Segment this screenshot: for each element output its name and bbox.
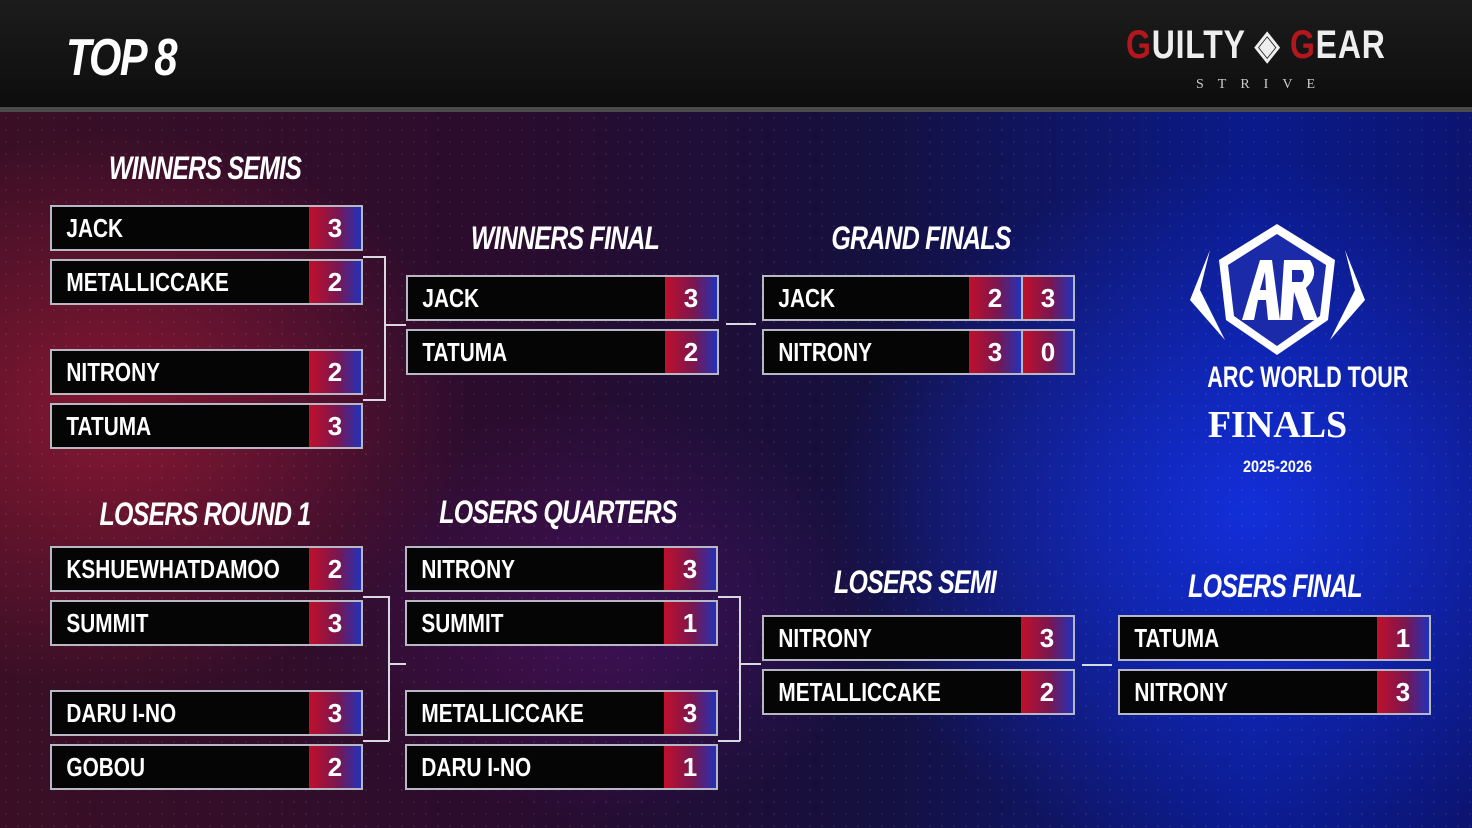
event-years: 2025-2026 <box>1242 457 1313 476</box>
player-name: TATUMA <box>66 411 152 441</box>
player-score: 3 <box>1377 671 1429 713</box>
player-row: SUMMIT 1 <box>405 600 718 646</box>
player-row: KSHUEWHATDAMOO 2 <box>50 546 363 592</box>
player-score: 2 <box>1021 671 1073 713</box>
section-title-winners-semis: WINNERS SEMIS <box>108 150 302 186</box>
player-row: NITRONY 3 <box>762 615 1075 661</box>
section-title-losers-round-1: LOSERS ROUND 1 <box>99 496 312 532</box>
arc-world-tour-logo: ARC WORLD TOUR FINALS 2025-2026 <box>1180 220 1409 480</box>
player-row: TATUMA 2 <box>406 329 719 375</box>
bracket-connector <box>388 663 406 665</box>
bracket-connector <box>363 399 385 401</box>
event-name: ARC WORLD TOUR <box>1207 361 1409 394</box>
player-row: NITRONY 2 <box>50 349 363 395</box>
bracket-connector <box>363 740 389 742</box>
player-name: JACK <box>66 213 124 243</box>
player-row: DARU I-NO 3 <box>50 690 363 736</box>
header-bar: TOP 8 GUILTY ◈ GEAR STRIVE <box>0 0 1472 112</box>
bracket-connector <box>384 256 386 401</box>
player-score: 1 <box>664 602 716 644</box>
player-row: DARU I-NO 1 <box>405 744 718 790</box>
section-title-winners-final: WINNERS FINAL <box>470 220 660 256</box>
player-name: SUMMIT <box>421 608 504 638</box>
player-name: JACK <box>422 283 480 313</box>
player-score: 0 <box>1021 331 1073 373</box>
player-score: 1 <box>1377 617 1429 659</box>
player-score: 2 <box>309 548 361 590</box>
player-row: SUMMIT 3 <box>50 600 363 646</box>
player-row: NITRONY 3 <box>405 546 718 592</box>
bracket-connector <box>384 324 406 326</box>
player-name: NITRONY <box>421 554 515 584</box>
section-title-losers-quarters: LOSERS QUARTERS <box>439 494 677 530</box>
bracket-connector <box>718 740 740 742</box>
player-name: KSHUEWHATDAMOO <box>66 554 280 584</box>
player-score: 3 <box>1021 277 1073 319</box>
player-score: 3 <box>664 548 716 590</box>
section-title-grand-finals: GRAND FINALS <box>831 220 1011 256</box>
page-title: TOP 8 <box>66 29 178 87</box>
player-score: 3 <box>665 277 717 319</box>
player-score: 3 <box>664 692 716 734</box>
guilty-gear-logo: GUILTY ◈ GEAR <box>1126 23 1386 67</box>
player-score: 3 <box>309 692 361 734</box>
player-name: METALLICCAKE <box>421 698 584 728</box>
player-name: NITRONY <box>66 357 160 387</box>
player-score: 3 <box>309 405 361 447</box>
bracket-connector <box>739 663 761 665</box>
bracket-connector <box>739 596 741 741</box>
player-name: JACK <box>778 283 836 313</box>
player-name: METALLICCAKE <box>778 677 941 707</box>
player-name: NITRONY <box>778 623 872 653</box>
player-name: DARU I-NO <box>421 752 532 782</box>
arc-shield-icon <box>1190 224 1365 355</box>
player-score: 3 <box>1021 617 1073 659</box>
player-score: 2 <box>309 261 361 303</box>
player-name: DARU I-NO <box>66 698 177 728</box>
player-row: GOBOU 2 <box>50 744 363 790</box>
player-row: TATUMA 1 <box>1118 615 1431 661</box>
player-row: TATUMA 3 <box>50 403 363 449</box>
player-name: GOBOU <box>66 752 145 782</box>
player-name: METALLICCAKE <box>66 267 229 297</box>
player-name: NITRONY <box>1134 677 1228 707</box>
strive-logo-subtitle: STRIVE <box>1196 77 1329 92</box>
player-row: JACK 3 <box>406 275 719 321</box>
section-title-losers-semi: LOSERS SEMI <box>833 564 997 600</box>
player-score: 2 <box>969 277 1021 319</box>
bracket-connector <box>718 596 740 598</box>
bracket-connector <box>388 596 390 741</box>
bracket-connector <box>363 596 389 598</box>
player-score: 3 <box>309 602 361 644</box>
player-row: METALLICCAKE 2 <box>762 669 1075 715</box>
section-title-losers-final: LOSERS FINAL <box>1188 568 1362 604</box>
player-score: 2 <box>309 351 361 393</box>
player-score: 3 <box>309 207 361 249</box>
player-row: JACK 3 <box>50 205 363 251</box>
player-name: TATUMA <box>1134 623 1220 653</box>
player-row: METALLICCAKE 3 <box>405 690 718 736</box>
bracket-connector <box>726 323 756 325</box>
event-finals: FINALS <box>1207 404 1348 446</box>
player-name: SUMMIT <box>66 608 149 638</box>
bracket-connector <box>363 256 385 258</box>
player-name: NITRONY <box>778 337 872 367</box>
player-score: 2 <box>309 746 361 788</box>
player-score: 3 <box>969 331 1021 373</box>
bracket-connector <box>1082 664 1112 666</box>
player-row: NITRONY 3 <box>1118 669 1431 715</box>
player-score: 1 <box>664 746 716 788</box>
player-score: 2 <box>665 331 717 373</box>
player-name: TATUMA <box>422 337 508 367</box>
player-row: METALLICCAKE 2 <box>50 259 363 305</box>
